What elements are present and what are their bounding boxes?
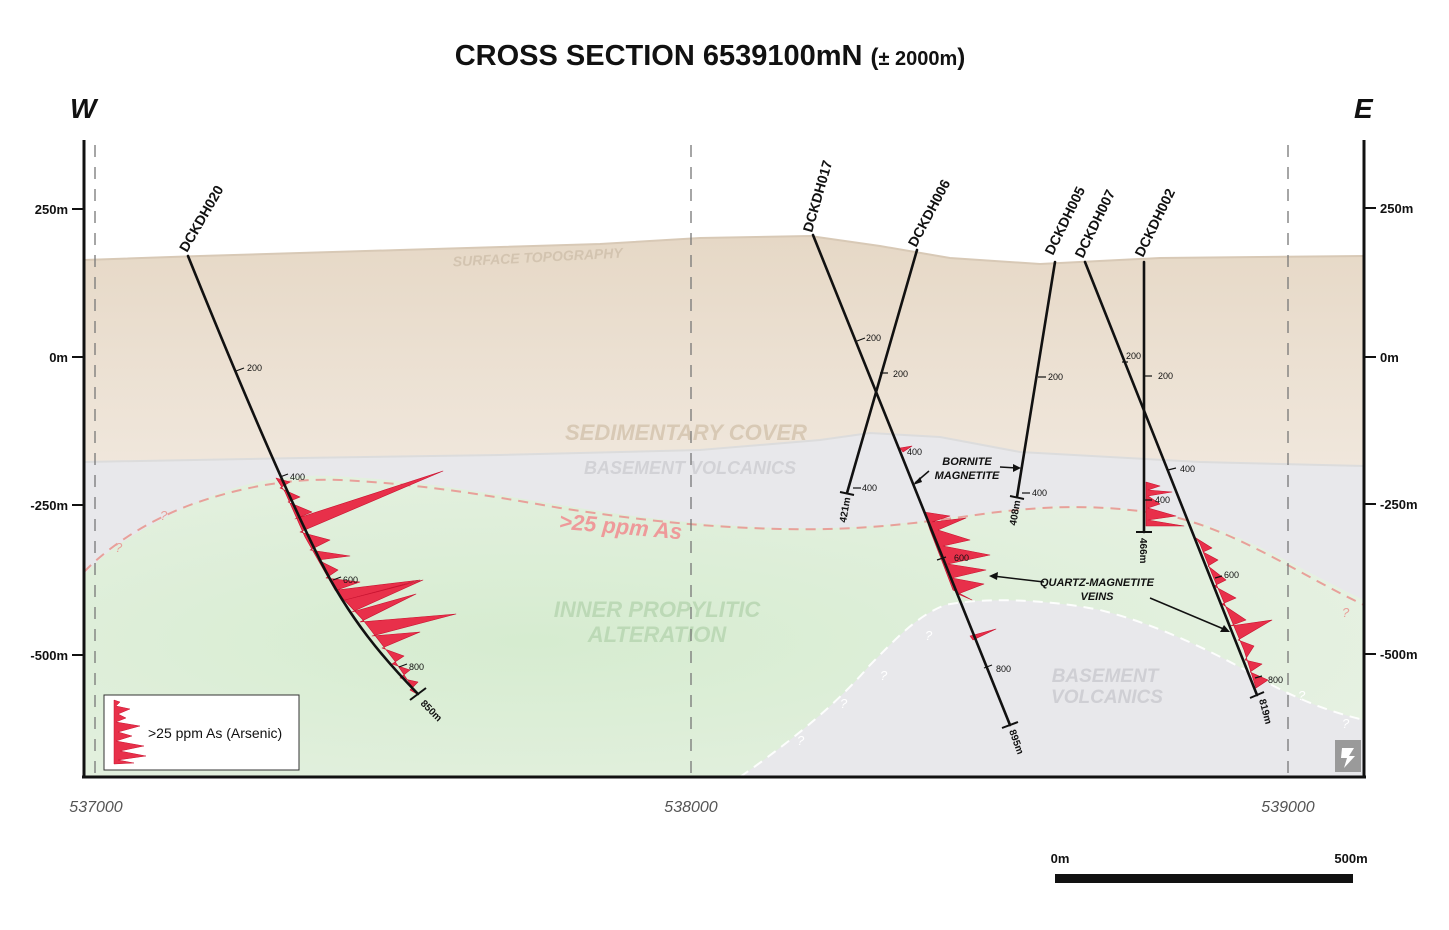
svg-text:?: ? <box>880 668 888 683</box>
annotation-bornite: BORNITE MAGNETITE <box>913 456 1021 485</box>
dckdh020-tick-600: 600 <box>343 575 358 585</box>
dckdh006-depth: 421m <box>838 496 853 523</box>
elev-label-left-minus500: -500m <box>30 648 68 663</box>
drillhole-trace-dckdh005 <box>1015 260 1057 499</box>
sedimentary-cover-unit <box>84 236 1364 466</box>
svg-text:?: ? <box>1342 605 1350 620</box>
bornite-label-line1: BORNITE <box>942 456 992 468</box>
svg-text:?: ? <box>797 733 805 748</box>
scale-bar: 0m 500m <box>1051 851 1368 883</box>
downhole-depth-labels: 200 400 600 800 200 400 600 800 200 400 … <box>247 333 1283 685</box>
dckdh006-tick-200: 200 <box>893 369 908 379</box>
bornite-label-line2: MAGNETITE <box>935 470 1000 482</box>
sedimentary-cover-label: SEDIMENTARY COVER <box>565 420 807 445</box>
downhole-ticks <box>235 337 1263 679</box>
east-label: E <box>1354 93 1374 124</box>
scale-bar-end-label: 500m <box>1334 851 1367 866</box>
easting-label-538000: 538000 <box>664 799 717 816</box>
easting-label-537000: 537000 <box>69 799 122 816</box>
easting-label-539000: 539000 <box>1261 799 1314 816</box>
propylitic-alteration-unit <box>84 475 1364 777</box>
dckdh005-tick-200: 200 <box>1048 372 1063 382</box>
basement-volcanics-lower-label-line1: BASEMENT <box>1052 666 1160 687</box>
legend-label: >25 ppm As (Arsenic) <box>148 725 282 741</box>
dckdh020-tick-400: 400 <box>290 472 305 482</box>
dckdh002-depth: 466m <box>1137 538 1148 564</box>
elev-label-left-0: 0m <box>49 350 68 365</box>
drillhole-trace-dckdh006 <box>845 248 919 495</box>
elev-label-right-minus500: -500m <box>1380 647 1418 662</box>
dckdh020-tick-200: 200 <box>247 363 262 373</box>
dckdh020-tick-800: 800 <box>409 662 424 672</box>
propylitic-label-line1: INNER PROPYLITIC <box>554 597 762 622</box>
svg-text:?: ? <box>115 540 123 555</box>
basement-volcanics-upper-label: BASEMENT VOLCANICS <box>584 458 796 478</box>
svg-text:?: ? <box>925 628 933 643</box>
basement-volcanics-lower-label-line2: VOLCANICS <box>1051 687 1163 708</box>
dckdh005-depth: 408m <box>1008 499 1023 526</box>
scale-bar-start-label: 0m <box>1051 851 1070 866</box>
svg-text:?: ? <box>1298 688 1306 703</box>
drillhole-trace-dckdh017 <box>811 233 1012 727</box>
arsenic-profile-dckdh002 <box>1145 481 1185 527</box>
dckdh002-tick-400: 400 <box>1155 495 1170 505</box>
geology-units <box>84 140 1364 777</box>
section-frame <box>82 140 1366 779</box>
svg-text:?: ? <box>160 508 168 523</box>
svg-text:?: ? <box>1342 716 1350 731</box>
logo-mark <box>1335 740 1361 772</box>
dckdh017-tick-200: 200 <box>866 333 881 343</box>
easting-labels: 537000 538000 539000 <box>69 799 1314 816</box>
elevation-labels: 250m 0m -250m -500m 250m 0m -250m -500m <box>30 201 1417 663</box>
elev-label-right-minus250: -250m <box>1380 497 1418 512</box>
west-label: W <box>70 93 99 124</box>
arsenic-contour-line <box>84 478 1364 606</box>
drillhole-traces <box>186 233 1259 727</box>
quartz-magnetite-label-line2: VEINS <box>1080 591 1114 603</box>
elevation-ticks <box>72 207 1376 656</box>
arsenic-profile-dckdh006-upper <box>899 445 913 453</box>
legend: >25 ppm As (Arsenic) <box>103 694 300 771</box>
drillhole-trace-dckdh020 <box>186 254 420 696</box>
elev-label-left-250: 250m <box>35 202 68 217</box>
dckdh017-tick-800: 800 <box>996 664 1011 674</box>
annotation-quartz-magnetite: QUARTZ-MAGNETITE VEINS <box>989 572 1230 632</box>
arsenic-profiles <box>275 445 1273 695</box>
end-of-hole-caps <box>409 491 1265 729</box>
dckdh006-tick-400: 400 <box>862 483 877 493</box>
dckdh007-tick-400: 400 <box>1180 464 1195 474</box>
uncertainty-marks: ? ? ? ? ? ? ? ? ? <box>115 508 1350 748</box>
propylitic-label-line2: ALTERATION <box>587 622 728 647</box>
arsenic-profile-dckdh017 <box>923 511 991 601</box>
dckdh017-tick-400: 400 <box>907 447 922 457</box>
elev-label-right-250: 250m <box>1380 201 1413 216</box>
arsenic-profile-dckdh017-lower <box>969 628 997 641</box>
section-title: CROSS SECTION 6539100mN(± 2000m) <box>455 40 966 72</box>
legend-arsenic-swatch <box>113 699 147 765</box>
quartz-magnetite-label-line1: QUARTZ-MAGNETITE <box>1040 577 1155 589</box>
svg-text:?: ? <box>840 696 848 711</box>
drillhole-trace-dckdh007 <box>1083 260 1259 697</box>
elev-label-left-minus250: -250m <box>30 498 68 513</box>
arsenic-profile-dckdh007 <box>1195 537 1273 689</box>
dckdh007-tick-600: 600 <box>1224 570 1239 580</box>
dckdh002-tick-200: 200 <box>1158 371 1173 381</box>
dckdh005-tick-400: 400 <box>1032 488 1047 498</box>
elev-label-right-0: 0m <box>1380 350 1399 365</box>
dckdh007-tick-800: 800 <box>1268 675 1283 685</box>
dckdh017-tick-600: 600 <box>954 553 969 563</box>
dckdh007-tick-200: 200 <box>1126 351 1141 361</box>
arsenic-profile-dckdh020 <box>275 470 457 695</box>
easting-gridlines <box>94 145 1289 775</box>
